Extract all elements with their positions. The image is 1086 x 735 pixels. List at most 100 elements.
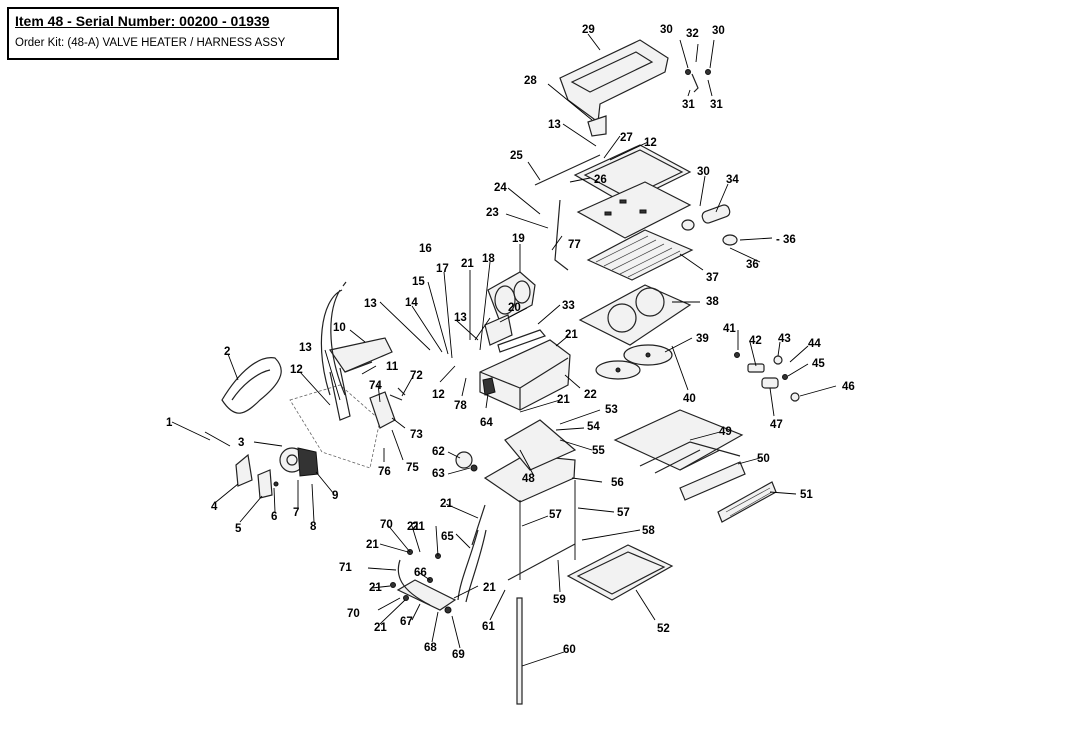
callout-36b: 36	[746, 259, 759, 271]
callout-12b: 12	[290, 364, 303, 376]
part-28-bracket	[587, 115, 607, 137]
callout-47: 47	[770, 419, 783, 431]
callout-34: 34	[726, 174, 739, 186]
callout-57a: 57	[549, 509, 562, 521]
callout-1: 1	[166, 417, 173, 429]
callout-13b: 13	[364, 298, 377, 310]
callout-66: 66	[414, 567, 427, 579]
callout-62: 62	[432, 446, 445, 458]
callout-67: 67	[400, 616, 413, 628]
callout-68: 68	[424, 642, 437, 654]
callout-53: 53	[605, 404, 618, 416]
callout-16: 16	[419, 243, 432, 255]
callout-21c: 21	[557, 394, 570, 406]
callout-76: 76	[378, 466, 391, 478]
part-37-grille	[586, 229, 694, 281]
callout-17: 17	[436, 263, 449, 275]
part-26-panel	[576, 181, 692, 239]
callout-58: 58	[642, 525, 655, 537]
callout-51: 51	[800, 489, 813, 501]
callout-24: 24	[494, 182, 507, 194]
callout-72: 72	[410, 370, 423, 382]
part-50-strip	[679, 461, 746, 501]
callout-25: 25	[510, 150, 523, 162]
callout-21h: 21	[374, 622, 387, 634]
callout-21j: 21	[412, 521, 425, 533]
callout-49: 49	[719, 426, 732, 438]
callout-32: 32	[686, 28, 699, 40]
callout-13a: 13	[548, 119, 561, 131]
part-10-bracket	[329, 337, 393, 373]
part-22-housing	[479, 339, 571, 411]
callout-13c: 13	[299, 342, 312, 354]
callout-21f: 21	[366, 539, 379, 551]
callout-19: 19	[512, 233, 525, 245]
part-52-mat	[566, 544, 674, 601]
part-51-vent	[717, 481, 777, 523]
callout-70b: 70	[347, 608, 360, 620]
callout-74: 74	[369, 380, 382, 392]
callout-63: 63	[432, 468, 445, 480]
callout-13d: 13	[454, 312, 467, 324]
order-kit-subtitle: Order Kit: (48-A) VALVE HEATER / HARNESS…	[15, 37, 286, 49]
hose-loop	[320, 289, 346, 396]
callout-57b: 57	[617, 507, 630, 519]
callout-11: 11	[386, 361, 399, 373]
callout-22: 22	[584, 389, 597, 401]
part-2-belt	[221, 357, 282, 414]
part-65-hose	[457, 529, 487, 603]
callout-38: 38	[706, 296, 719, 308]
callout-21g: 21	[369, 582, 382, 594]
callout-14: 14	[405, 297, 418, 309]
callout-40: 40	[683, 393, 696, 405]
callout-6: 6	[271, 511, 277, 523]
callout-65: 65	[441, 531, 454, 543]
callout-15: 15	[412, 276, 425, 288]
callout-5: 5	[235, 523, 242, 535]
callout-46: 46	[842, 381, 855, 393]
callout-9: 9	[332, 490, 338, 502]
callout-73: 73	[410, 429, 423, 441]
callout-29: 29	[582, 24, 595, 36]
callout-31b: 31	[710, 99, 723, 111]
part-27-panel	[573, 144, 692, 205]
callout-30a: 30	[660, 24, 673, 36]
callout-44: 44	[808, 338, 821, 350]
part-49-cover	[613, 409, 744, 471]
callout-41: 41	[723, 323, 736, 335]
callout-23: 23	[486, 207, 499, 219]
callout-10: 10	[333, 322, 346, 334]
callout-33: 33	[562, 300, 575, 312]
callout-21d: 21	[440, 498, 453, 510]
callout-27: 27	[620, 132, 633, 144]
callout-69: 69	[452, 649, 465, 661]
callout-78: 78	[454, 400, 467, 412]
callout-64: 64	[480, 417, 493, 429]
part-shapes	[204, 39, 800, 705]
callout-21b: 21	[565, 329, 578, 341]
callout-21e: 21	[407, 521, 420, 533]
callout-labels: 1 2 3 4 5 6 7 8 9 10 11 12 12 12 13 13 1…	[166, 24, 855, 661]
callout-45: 45	[812, 358, 825, 370]
callout-52: 52	[657, 623, 670, 635]
callout-21i: 21	[483, 582, 496, 594]
callout-75: 75	[406, 462, 419, 474]
callout-30c: 30	[697, 166, 710, 178]
callout-37: 37	[706, 272, 719, 284]
callout-4: 4	[211, 501, 218, 513]
callout-54: 54	[587, 421, 600, 433]
callout-71: 71	[339, 562, 352, 574]
callout-39: 39	[696, 333, 709, 345]
callout-31a: 31	[682, 99, 695, 111]
part-25-cable	[534, 154, 601, 271]
callout-28: 28	[524, 75, 537, 87]
callout-2: 2	[224, 346, 230, 358]
callout-3: 3	[238, 437, 244, 449]
callout-26: 26	[594, 174, 607, 186]
callout-70a: 70	[380, 519, 393, 531]
callout-48: 48	[522, 473, 535, 485]
title-box: Item 48 - Serial Number: 00200 - 01939 O…	[7, 7, 339, 60]
callout-8: 8	[310, 521, 317, 533]
page-title: Item 48 - Serial Number: 00200 - 01939	[15, 13, 270, 29]
